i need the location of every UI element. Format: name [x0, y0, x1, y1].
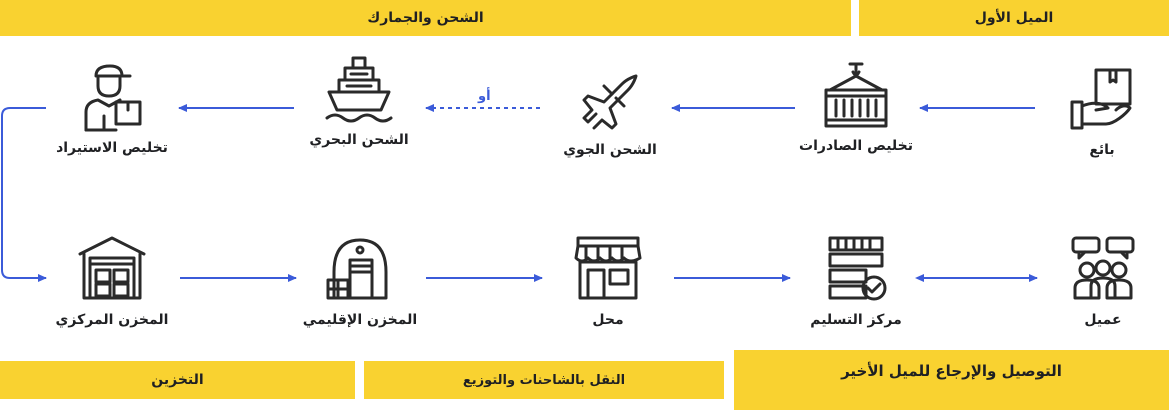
regional-warehouse-label: المخزن الإقليمي: [302, 312, 418, 328]
customers-icon: [1071, 236, 1135, 300]
shop-icon: [574, 236, 642, 300]
delivery-center-icon: [828, 236, 887, 301]
export-container-icon: [824, 62, 888, 128]
regional-warehouse-icon: [326, 238, 388, 300]
central-warehouse-label: المخزن المركزي: [55, 312, 169, 328]
seller-label: بائع: [1089, 142, 1115, 158]
node-central-warehouse: المخزن المركزي: [37, 234, 187, 328]
band-trucking: النقل بالشاحنات والتوزيع: [364, 361, 724, 399]
node-regional-warehouse: المخزن الإقليمي: [285, 234, 435, 328]
export-clearance-label: تخليص الصادرات: [799, 138, 913, 154]
band-shipping-customs: الشحن والجمارك: [0, 0, 851, 36]
band-first-mile: الميل الأول: [859, 0, 1169, 36]
central-warehouse-icon: [78, 236, 146, 300]
air-freight-label: الشحن الجوي: [563, 142, 657, 158]
shop-label: محل: [592, 312, 624, 328]
import-clearance-label: تخليص الاستيراد: [56, 140, 168, 156]
seller-box-hand-icon: [1070, 68, 1132, 130]
sea-freight-label: الشحن البحري: [309, 132, 409, 148]
or-label: أو: [478, 89, 491, 104]
delivery-worker-icon: [84, 64, 142, 132]
ship-icon: [325, 56, 393, 123]
airplane-icon: [582, 74, 638, 130]
node-customer: عميل: [1028, 234, 1169, 328]
band-storage: التخزين: [0, 361, 355, 399]
node-air-freight: الشحن الجوي: [535, 64, 685, 158]
customer-label: عميل: [1084, 312, 1122, 328]
node-delivery-center: مركز التسليم: [781, 234, 931, 328]
delivery-center-label: مركز التسليم: [810, 312, 902, 328]
node-seller: بائع: [1027, 64, 1169, 158]
node-export-clearance: تخليص الصادرات: [781, 60, 931, 154]
node-shop: محل: [533, 234, 683, 328]
node-import-clearance: تخليص الاستيراد: [37, 62, 187, 156]
node-sea-freight: الشحن البحري: [284, 54, 434, 148]
band-last-mile: التوصيل والإرجاع للميل الأخير: [734, 350, 1169, 410]
